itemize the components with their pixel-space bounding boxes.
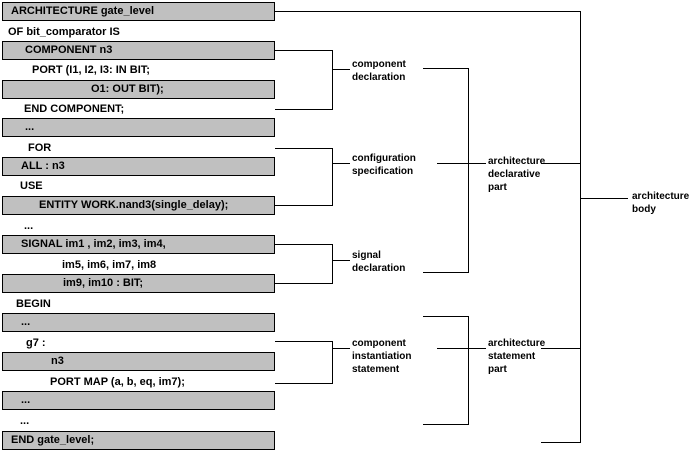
bracket-configuration-specification-bottom [275,205,333,206]
bracket-architecture-declarative-inner-stub [437,163,469,164]
annotation-component-instantiation-statement: component instantiation statement [352,338,412,375]
code-row: im5, im6, im7, im8 [62,259,157,271]
bracket-architecture-declarative-spine [468,68,469,272]
code-row: OF bit_comparator IS [8,26,120,38]
annotation-component-declaration: component declaration [352,59,406,83]
code-row: ... [2,118,275,137]
code-row: PORT (I1, I2, I3: IN BIT; [32,64,150,76]
bracket-configuration-specification-spine [332,148,333,205]
bracket-component-instantiation-spine [332,341,333,383]
annotation-architecture-body: architecture body [632,191,690,215]
code-row: ... [2,391,275,410]
bracket-component-declaration-top [275,50,333,51]
bracket-component-declaration-stub [332,69,350,70]
bracket-architecture-statement-stub [468,348,486,349]
code-row: BEGIN [16,298,51,310]
code-row: g7 : [26,337,46,349]
bracket-component-declaration-bottom [275,109,333,110]
leader-architecture-declarative-to-body [541,163,581,164]
bracket-signal-declaration-stub [332,260,350,261]
leader-architecture-row [275,11,581,12]
code-row: END COMPONENT; [24,103,125,115]
bracket-component-instantiation-stub [332,348,350,349]
code-row: n3 [2,352,275,371]
annotation-architecture-declarative-part: architecture declarative part [488,156,546,193]
leader-architecture-statement-to-body [541,348,581,349]
bracket-architecture-statement-top [423,316,469,317]
code-row: SIGNAL im1 , im2, im3, im4, [2,235,275,254]
code-row: ... [20,415,30,427]
bracket-component-declaration-spine [332,50,333,109]
bracket-architecture-body-stub [580,198,628,199]
bracket-component-instantiation-top [275,341,333,342]
bracket-architecture-statement-spine [468,316,469,424]
bracket-architecture-statement-bottom [423,424,469,425]
bracket-architecture-statement-inner-stub [437,348,469,349]
annotation-signal-declaration: signal declaration [352,250,406,274]
bracket-architecture-declarative-bottom [423,272,469,273]
bracket-architecture-declarative-stub [468,163,486,164]
code-row: FOR [28,142,52,154]
bracket-configuration-specification-stub [332,163,350,164]
code-row: ENTITY WORK.nand3(single_delay); [2,196,275,215]
annotation-architecture-statement-part: architecture statement part [488,338,546,375]
code-row: USE [20,180,43,192]
bracket-architecture-body-top [541,11,581,12]
code-row: ... [2,313,275,332]
code-row: END gate_level; [2,431,275,450]
bracket-signal-declaration-bottom [275,283,333,284]
bracket-signal-declaration-top [275,244,333,245]
code-row: ALL : n3 [2,157,275,176]
code-row: im9, im10 : BIT; [2,274,275,293]
bracket-architecture-body-spine [580,11,581,442]
bracket-configuration-specification-top [275,148,333,149]
bracket-signal-declaration-spine [332,244,333,283]
code-row: COMPONENT n3 [2,41,275,60]
code-row: ARCHITECTURE gate_level [2,2,275,21]
bracket-component-instantiation-bottom [275,383,333,384]
code-row: ... [24,220,34,232]
code-row: PORT MAP (a, b, eq, im7); [50,376,185,388]
bracket-architecture-body-bottom [541,442,581,443]
bracket-architecture-declarative-top [423,68,469,69]
code-row: O1: OUT BIT); [2,80,275,99]
annotation-configuration-specification: configuration specification [352,153,416,177]
